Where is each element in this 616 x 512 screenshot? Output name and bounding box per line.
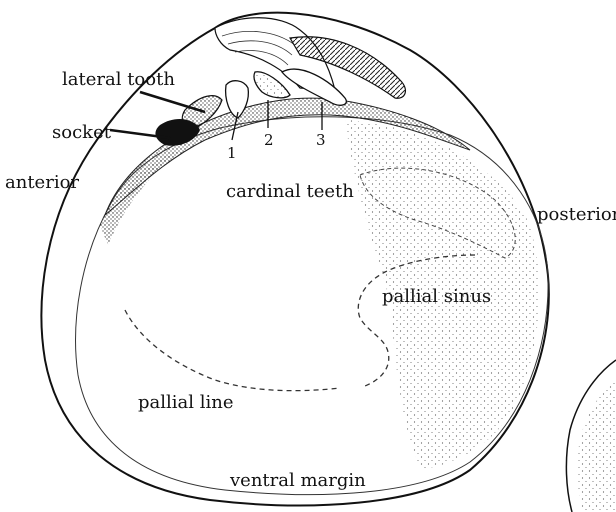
label-ventral-margin: ventral margin — [229, 470, 366, 491]
label-pallial-sinus: pallial sinus — [382, 286, 491, 307]
label-socket: socket — [52, 122, 112, 143]
label-tooth-2: 2 — [264, 131, 274, 149]
label-posterior: posterior — [537, 204, 616, 225]
label-cardinal-teeth: cardinal teeth — [226, 181, 354, 202]
label-lateral-tooth: lateral tooth — [62, 69, 175, 90]
label-tooth-3: 3 — [316, 131, 326, 149]
adjacent-shell-stipple — [577, 380, 616, 512]
label-anterior: anterior — [5, 172, 79, 193]
label-tooth-1: 1 — [227, 144, 237, 162]
label-pallial-line: pallial line — [138, 392, 234, 413]
